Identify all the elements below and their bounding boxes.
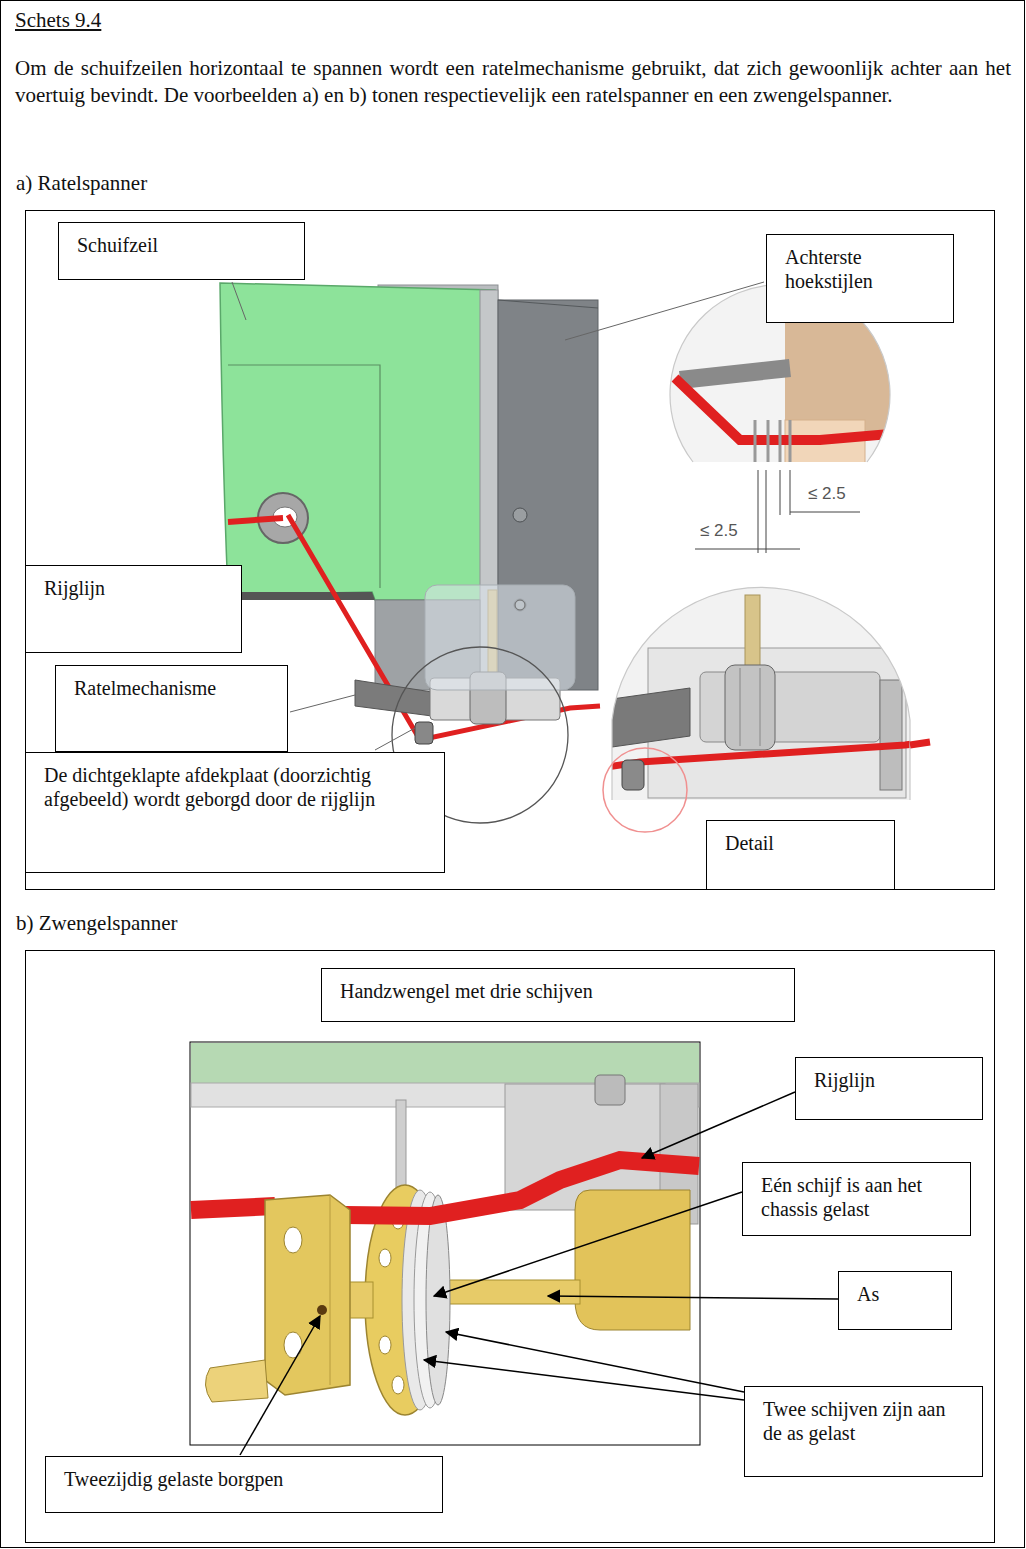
- dimension-label: ≤ 2.5: [700, 521, 738, 541]
- callout-text: Achterste hoekstijlen: [785, 245, 937, 293]
- callout-box: Rijglijn: [25, 565, 242, 653]
- callout-box: Achterste hoekstijlen: [766, 234, 954, 323]
- callout-box: Detail: [706, 820, 895, 890]
- callout-box: Twee schijven zijn aan de as gelast: [744, 1386, 983, 1477]
- intro-text: Om de schuifzeilen horizontaal te spanne…: [15, 55, 1011, 110]
- panel-heading: b) Zwengelspanner: [16, 911, 178, 936]
- callout-text: Tweezijdig gelaste borgpen: [64, 1467, 426, 1491]
- callout-text: Eén schijf is aan het chassis gelast: [761, 1173, 954, 1221]
- callout-text: Twee schijven zijn aan de as gelast: [763, 1397, 966, 1445]
- callout-text: As: [857, 1282, 935, 1306]
- panel-frame: b) ZwengelspannerHandzwengel met drie sc…: [25, 950, 995, 1543]
- callout-box: Schuifzeil: [58, 222, 305, 280]
- callout-box: Ratelmechanisme: [55, 665, 288, 752]
- callout-text: Detail: [725, 831, 878, 855]
- callout-text: Handzwengel met drie schijven: [340, 979, 778, 1003]
- callout-text: Schuifzeil: [77, 233, 288, 257]
- callout-text: Rijglijn: [44, 576, 225, 600]
- callout-text: De dichtgeklapte afdekplaat (doorzichtig…: [44, 763, 428, 811]
- callout-text: Rijglijn: [814, 1068, 966, 1092]
- page-title: Schets 9.4: [15, 8, 101, 33]
- panel-frame: a) RatelspannerSchuifzeilAchterste hoeks…: [25, 210, 995, 890]
- callout-box: Rijglijn: [795, 1057, 983, 1120]
- callout-box: Tweezijdig gelaste borgpen: [45, 1456, 443, 1513]
- callout-box: Handzwengel met drie schijven: [321, 968, 795, 1022]
- callout-box: As: [838, 1271, 952, 1330]
- callout-box: Eén schijf is aan het chassis gelast: [742, 1162, 971, 1236]
- dimension-label: ≤ 2.5: [808, 484, 846, 504]
- callout-text: Ratelmechanisme: [74, 676, 271, 700]
- panel-heading: a) Ratelspanner: [16, 171, 147, 196]
- callout-box: De dichtgeklapte afdekplaat (doorzichtig…: [25, 752, 445, 873]
